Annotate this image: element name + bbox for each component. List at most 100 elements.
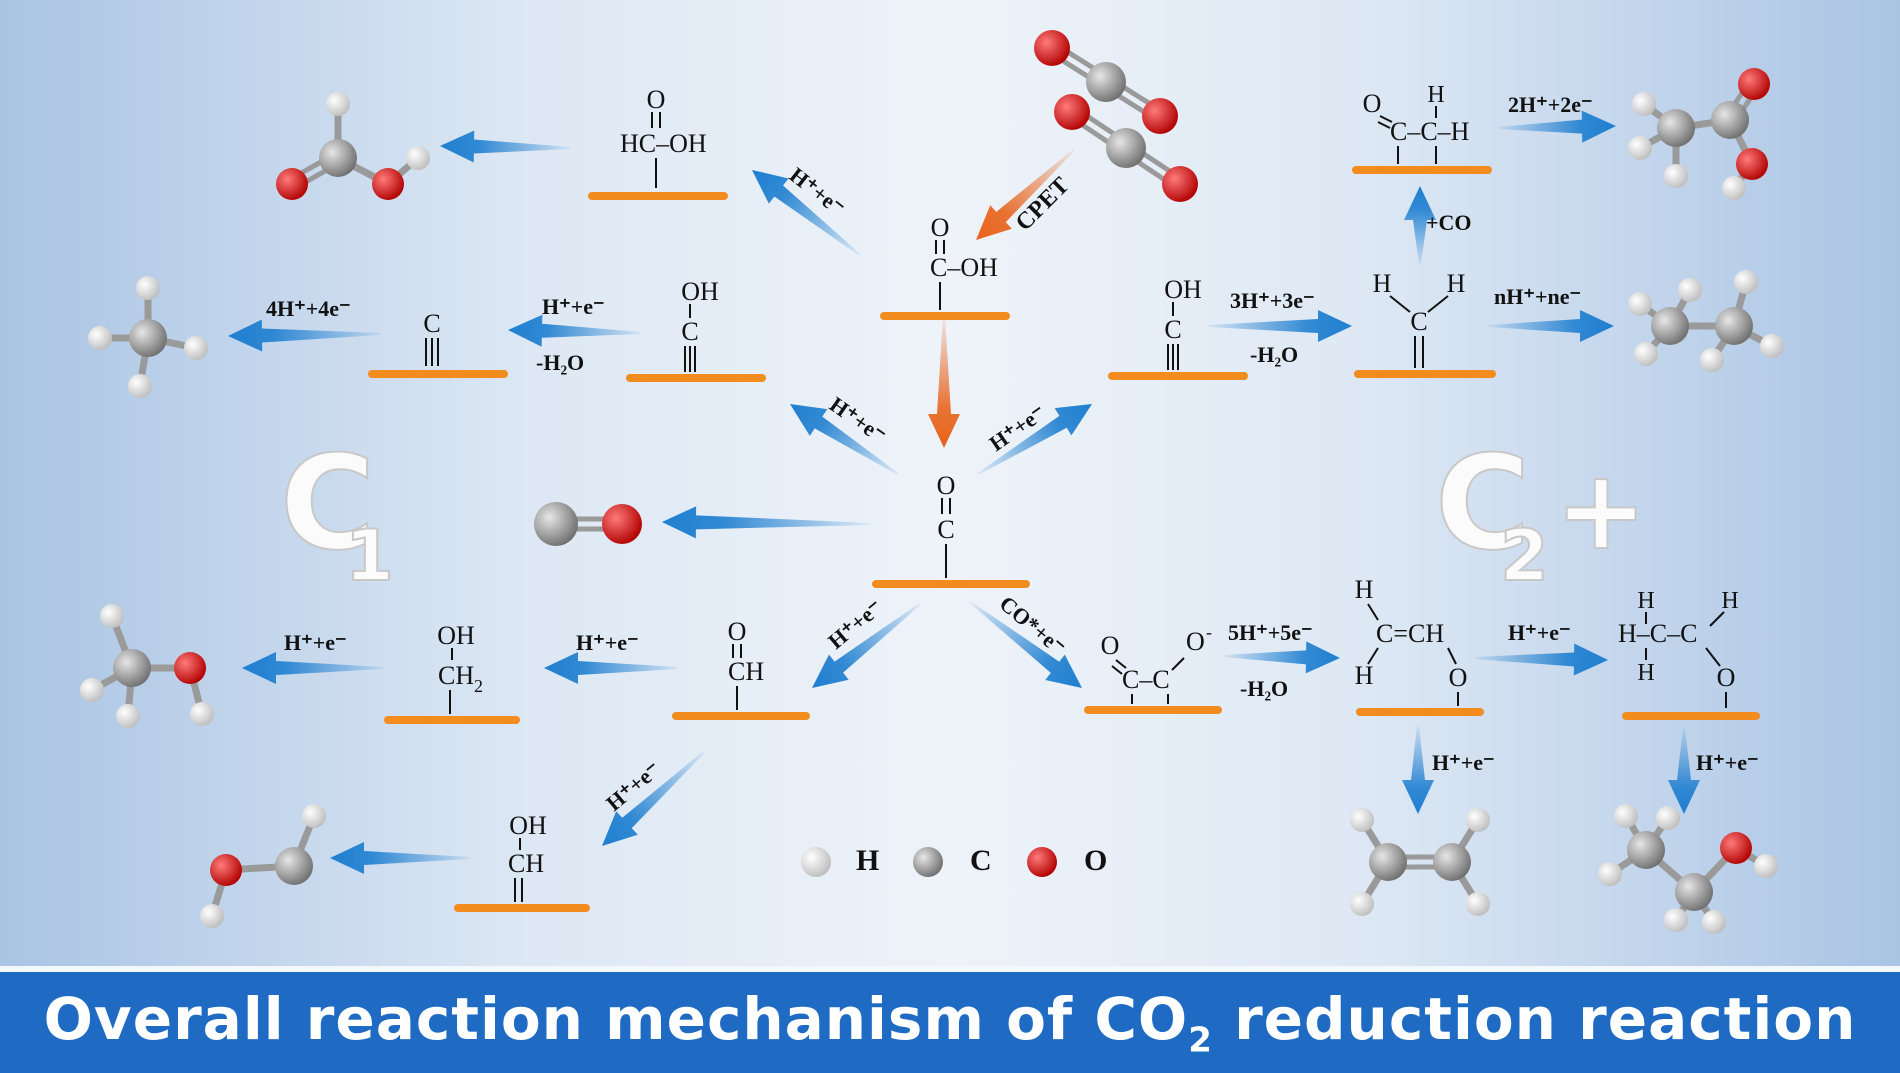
ethane-molecule-icon <box>1628 270 1784 372</box>
substrate-ocooh <box>880 312 1010 320</box>
intermediate-ethoxy: H H H–C–C H O <box>1618 588 1739 708</box>
intermediate-ch2oh: OH CH 2 <box>437 621 483 714</box>
legend-c-label: C <box>970 844 992 877</box>
substrate-ochch <box>1352 166 1492 174</box>
arrow-ococo-to-vinyl <box>1223 641 1340 674</box>
co2-molecule-icon <box>1034 30 1178 134</box>
choh-molecule-icon <box>200 804 326 928</box>
label-he-cho-ch2oh: H⁺+e⁻ <box>576 630 639 655</box>
arrow-choh-to-formaldehyde <box>330 842 470 874</box>
substrate-ch2oh <box>384 716 520 724</box>
legend-c-atom-icon <box>913 847 943 877</box>
svg-text:OH: OH <box>1164 275 1202 304</box>
arrow-coh-to-c <box>508 314 641 347</box>
svg-text:O: O <box>1101 631 1120 660</box>
arrow-vinyl-to-ethoxy <box>1473 643 1608 676</box>
svg-text:H: H <box>1427 82 1444 108</box>
arrow-chch-to-ethane <box>1488 310 1614 342</box>
acetic-acid-molecule-icon <box>1628 68 1770 200</box>
intermediate-hcooh: O HC–OH <box>620 85 707 188</box>
svg-text:H: H <box>1721 588 1738 614</box>
arrow-cho-to-ch2oh <box>544 652 678 684</box>
label-2he-acetic: 2H⁺+2e⁻ <box>1508 92 1593 117</box>
svg-text:H: H <box>1447 269 1466 298</box>
substrate-co <box>872 580 1030 588</box>
co-molecule-icon <box>534 502 642 546</box>
c2-plus-group-label: C 2 + <box>1434 426 1648 598</box>
substrate-coh-left <box>626 374 766 382</box>
legend-o-label: O <box>1084 844 1107 877</box>
svg-text:CH: CH <box>728 657 764 686</box>
substrate-choh <box>454 904 590 912</box>
intermediate-coh-left: OH C <box>681 277 719 372</box>
svg-text:C: C <box>1435 427 1530 579</box>
label-3he: 3H⁺+3e⁻ <box>1230 288 1315 313</box>
svg-text:H: H <box>1637 660 1654 686</box>
arrow-co2-to-ocooh-cpet <box>976 149 1075 240</box>
arrow-co-to-coh-left <box>790 404 899 475</box>
banner-title: Overall reaction mechanism of CO2 reduct… <box>43 984 1857 1061</box>
svg-text:H: H <box>1373 269 1392 298</box>
arrow-ocooh-to-hcooh <box>752 170 861 256</box>
legend-h-atom-icon <box>801 847 831 877</box>
svg-text:C: C <box>937 515 954 544</box>
intermediate-chch: H H C <box>1373 269 1466 368</box>
substrate-cho <box>672 712 810 720</box>
label-he-ocooh-hcooh: H⁺+e⁻ <box>785 162 850 220</box>
c1-group-label: C 1 <box>279 426 395 598</box>
svg-text:CH: CH <box>508 849 544 878</box>
intermediate-ocooh: O C–OH <box>930 213 998 310</box>
label-he-to-choh: H⁺+e⁻ <box>601 756 665 815</box>
svg-text:2: 2 <box>474 676 483 696</box>
substrate-vinyl <box>1356 708 1484 716</box>
arrow-co-to-coh-right <box>977 404 1092 475</box>
svg-text:HC–OH: HC–OH <box>620 129 707 158</box>
arrow-ethoxy-to-ethanol <box>1668 728 1700 814</box>
arrow-vinyl-to-ethylene <box>1402 726 1434 814</box>
substrate-hcooh <box>588 192 728 200</box>
atom-legend: H C O <box>801 844 1107 877</box>
svg-text:H: H <box>1637 588 1654 614</box>
legend-h-label: H <box>856 844 879 877</box>
svg-text:+: + <box>1555 446 1647 574</box>
arrow-coh-to-chch <box>1208 310 1352 342</box>
svg-text:1: 1 <box>345 515 394 597</box>
ethylene-molecule-icon <box>1350 808 1490 916</box>
svg-text:O: O <box>1186 627 1205 656</box>
svg-text:H: H <box>1355 575 1374 604</box>
substrate-ethoxy <box>1622 712 1760 720</box>
intermediate-ochch: H O C–C–H <box>1363 82 1470 164</box>
svg-text:-: - <box>1206 622 1212 642</box>
label-he-ethylene: H⁺+e⁻ <box>1432 750 1495 775</box>
substrate-c-left <box>368 370 508 378</box>
arrow-ochch-to-acetic-acid <box>1497 110 1616 143</box>
arrow-ocooh-to-co <box>928 316 960 448</box>
intermediate-choh: OH CH <box>508 811 547 902</box>
arrow-chch-to-ochch <box>1404 186 1436 264</box>
svg-text:C: C <box>423 309 440 338</box>
label-4he-ch4: 4H⁺+4e⁻ <box>266 296 351 321</box>
svg-text:O: O <box>647 85 666 114</box>
svg-text:OH: OH <box>437 621 475 650</box>
arrow-cho-to-choh <box>602 751 705 846</box>
svg-text:OH: OH <box>681 277 719 306</box>
svg-text:C–C–H: C–C–H <box>1390 117 1470 146</box>
svg-text:CH: CH <box>438 661 474 690</box>
svg-text:C: C <box>280 427 375 579</box>
svg-text:O: O <box>1363 89 1382 118</box>
label-h2o-ococo: -H₂O <box>1240 676 1288 701</box>
label-5he: 5H⁺+5e⁻ <box>1228 620 1313 645</box>
intermediate-c-left: C <box>423 309 441 366</box>
svg-text:C–OH: C–OH <box>930 253 998 282</box>
title-banner: Overall reaction mechanism of CO2 reduct… <box>0 966 1900 1073</box>
svg-text:O: O <box>1449 663 1468 692</box>
substrate-ococo <box>1084 706 1222 714</box>
product-molecules <box>80 30 1784 934</box>
formic-acid-molecule-icon <box>276 92 430 200</box>
intermediate-co: O C <box>937 471 955 578</box>
svg-text:O: O <box>728 617 747 646</box>
arrow-co-to-cho <box>812 603 921 688</box>
arrow-co-to-co-gas <box>662 506 871 539</box>
svg-text:C: C <box>1410 307 1427 336</box>
